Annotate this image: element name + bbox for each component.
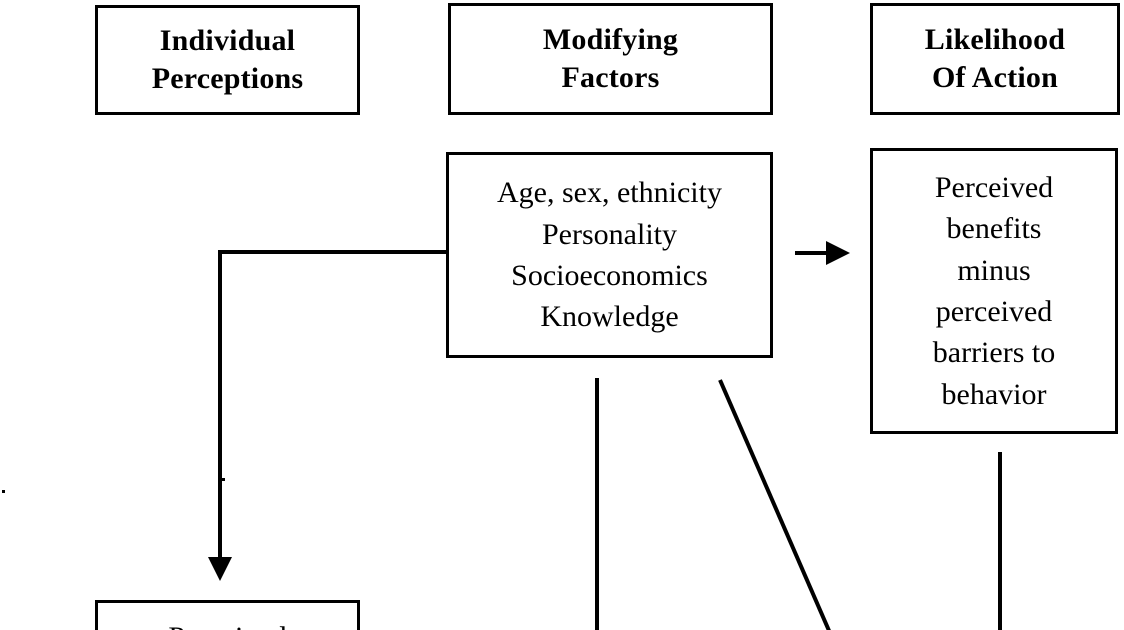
connector-modifying-down-vertical (595, 378, 599, 630)
connector-modifying-to-perceived-horizontal (220, 250, 448, 254)
likelihood-line-1: Perceived (934, 170, 1054, 204)
header-individual-perceptions-text: Individual Perceptions (98, 22, 357, 99)
modifying-factors-line-2: Personality (542, 217, 677, 251)
header-likelihood-of-action-line2: Of Action (932, 61, 1058, 94)
modifying-factors-line-4: Knowledge (540, 300, 679, 334)
likelihood-line-5: barriers to (932, 336, 1056, 370)
perceived-partial-text: Perceived (98, 617, 357, 630)
likelihood-line-2: benefits (946, 212, 1042, 246)
likelihood-benefits-barriers-text: Perceived benefits minus perceived barri… (873, 167, 1115, 415)
header-modifying-factors-line1: Modifying (542, 22, 679, 56)
node-perceived-partial: Perceived (95, 600, 360, 630)
perceived-partial-line-1: Perceived (98, 617, 357, 630)
header-likelihood-of-action-text: Likelihood Of Action (873, 21, 1117, 98)
node-modifying-factors-list: Age, sex, ethnicity Personality Socioeco… (446, 152, 773, 358)
likelihood-line-6: behavior (941, 377, 1047, 411)
header-box-individual-perceptions: Individual Perceptions (95, 5, 360, 115)
modifying-factors-line-3: Socioeconomics (511, 259, 708, 292)
modifying-factors-line-1: Age, sex, ethnicity (497, 176, 722, 210)
scan-speck (2, 490, 5, 493)
connector-modifying-to-perceived-vertical (218, 250, 222, 560)
likelihood-line-4: perceived (935, 295, 1053, 328)
arrowhead-down-icon (208, 557, 232, 581)
header-modifying-factors-line2: Factors (561, 61, 660, 94)
arrowhead-right-icon (826, 241, 850, 265)
connector-likelihood-down-vertical (998, 452, 1002, 630)
node-likelihood-benefits-barriers: Perceived benefits minus perceived barri… (870, 148, 1118, 434)
connector-modifying-down-diagonal (718, 379, 832, 630)
connector-modifying-to-likelihood-line (795, 251, 838, 255)
modifying-factors-list-text: Age, sex, ethnicity Personality Socioeco… (449, 172, 770, 338)
header-likelihood-of-action-line1: Likelihood (924, 22, 1066, 56)
header-box-likelihood-of-action: Likelihood Of Action (870, 3, 1120, 115)
header-individual-perceptions-line1: Individual (159, 23, 296, 57)
scan-speck (222, 478, 225, 481)
likelihood-line-3: minus (957, 253, 1031, 287)
header-box-modifying-factors: Modifying Factors (448, 3, 773, 115)
header-individual-perceptions-line2: Perceptions (151, 62, 304, 95)
header-modifying-factors-text: Modifying Factors (451, 21, 770, 98)
